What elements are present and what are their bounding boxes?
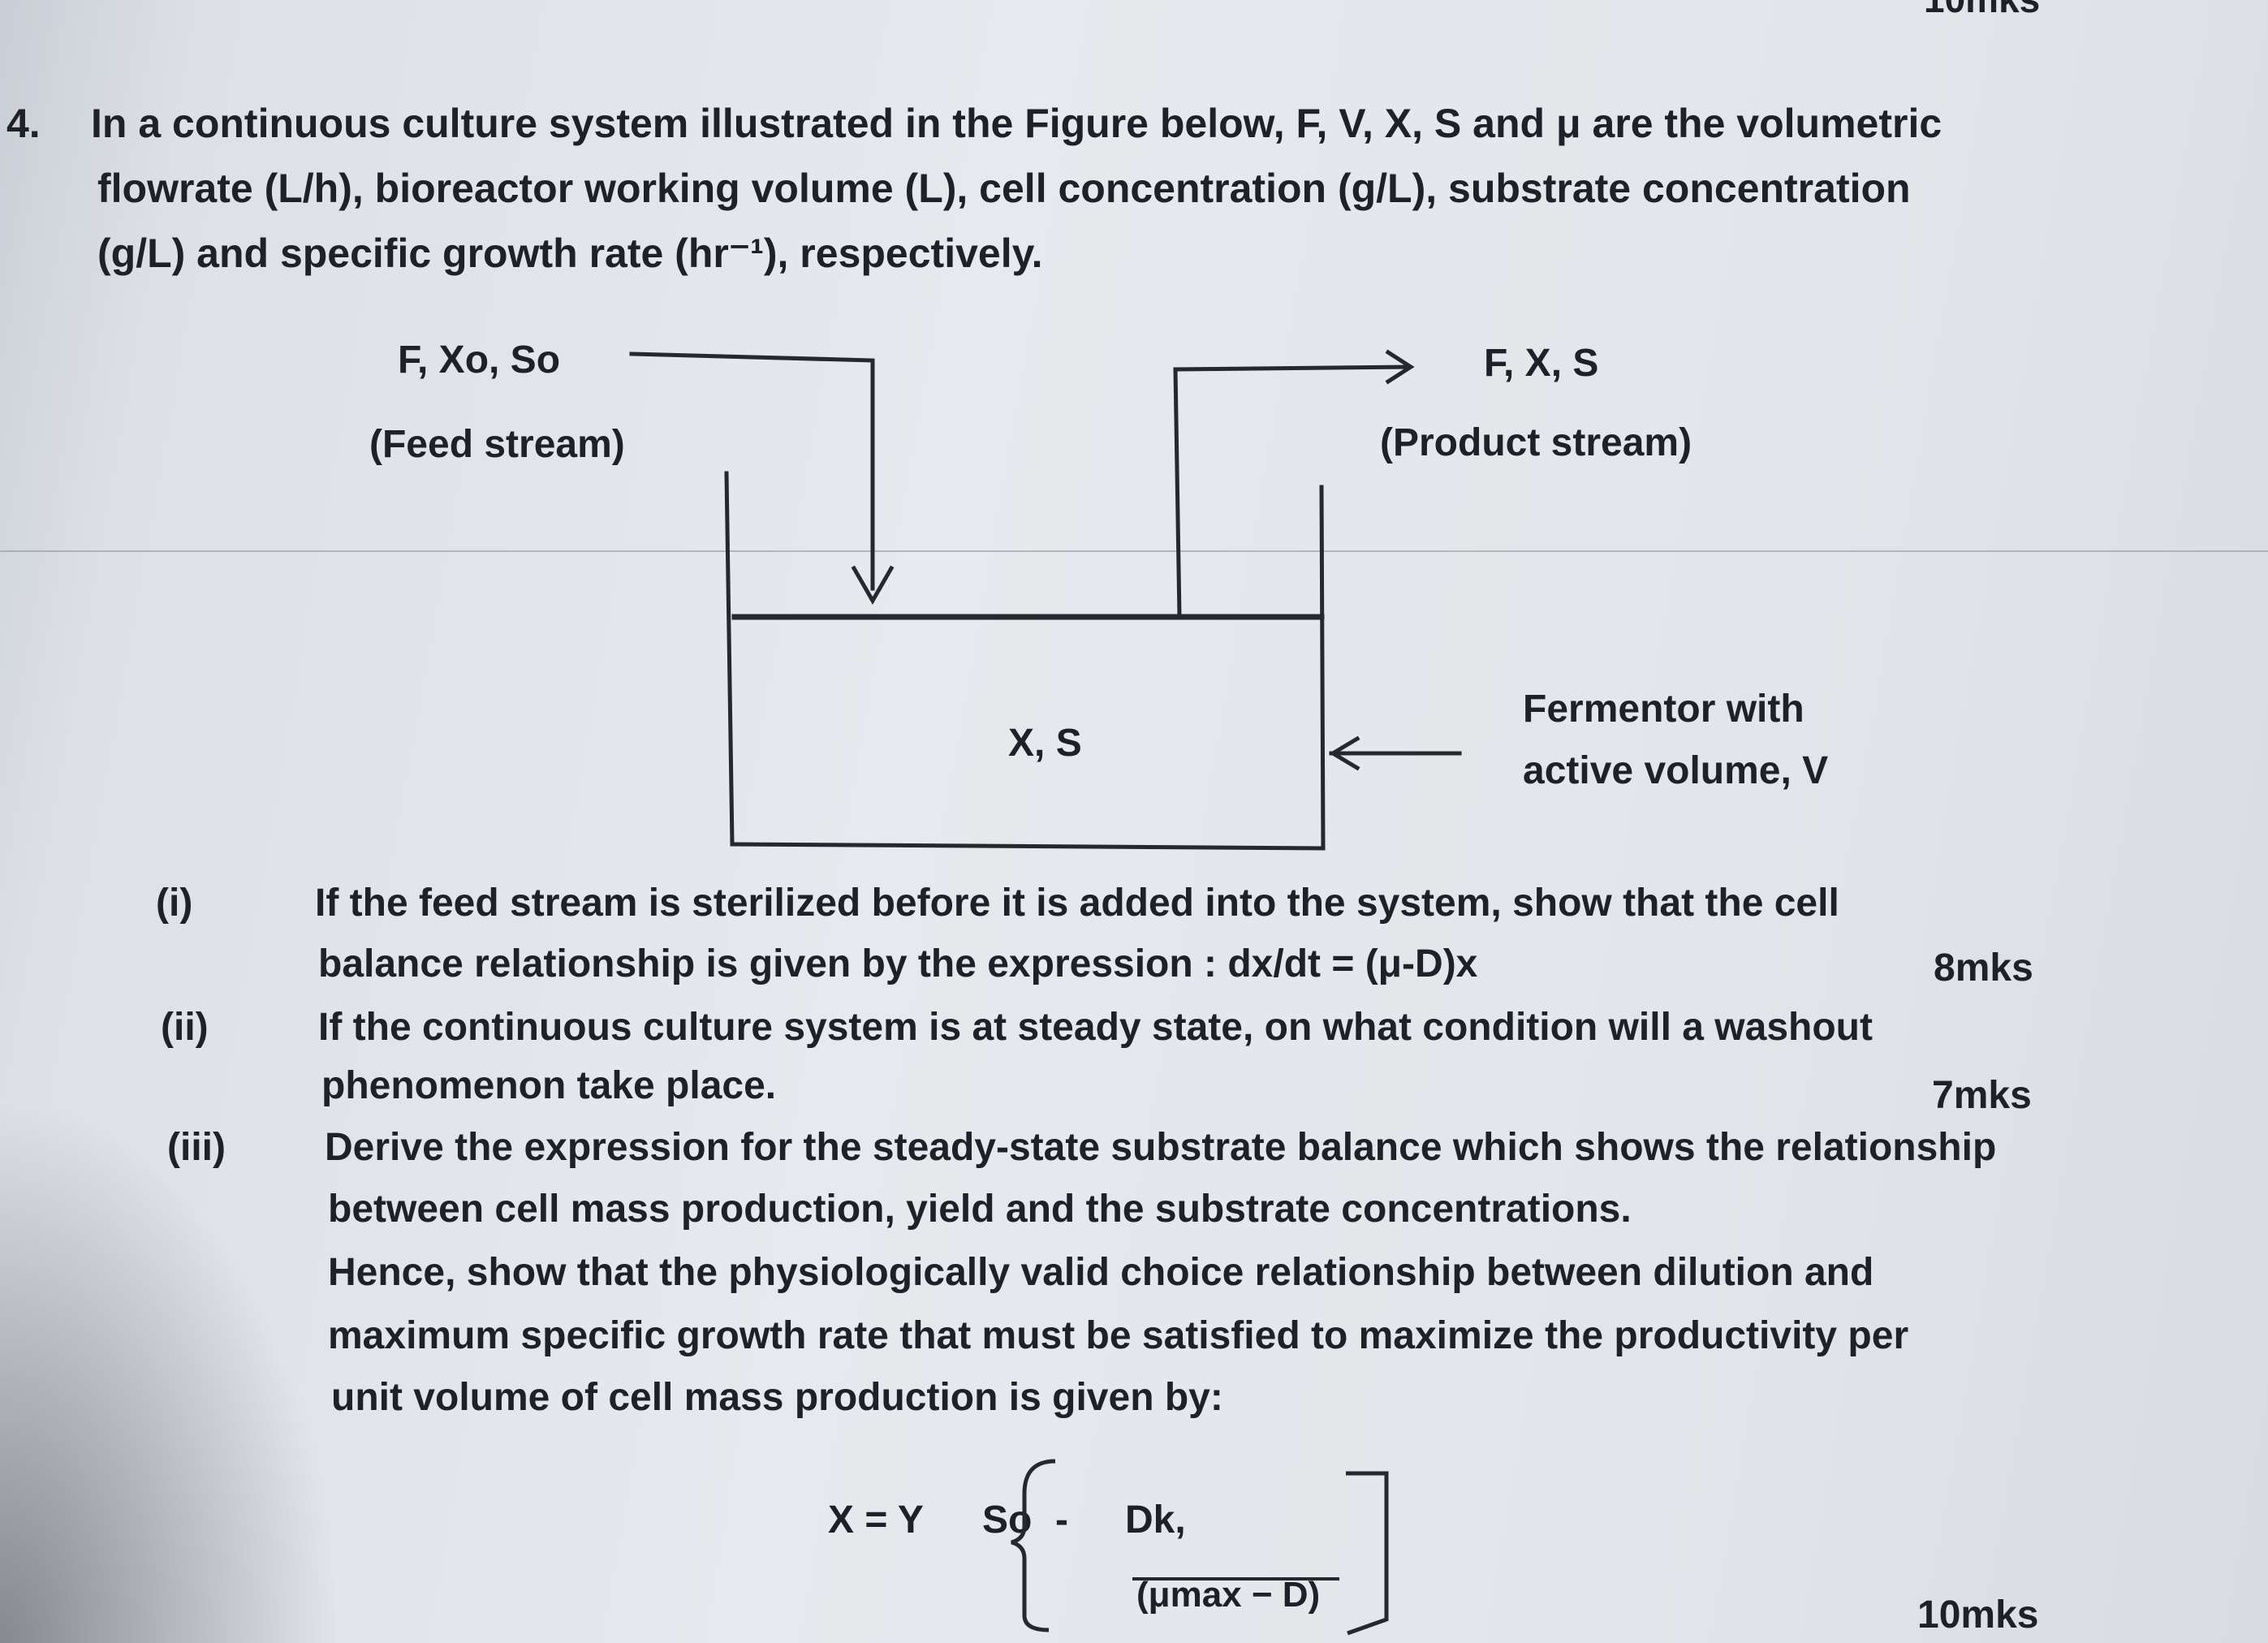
right-bracket — [1346, 1471, 1389, 1636]
part-i-marks: 8mks — [1934, 947, 2033, 990]
question-number: 4. — [6, 101, 41, 146]
product-line — [1173, 364, 1411, 619]
feed-caption: (Feed stream) — [369, 423, 625, 466]
part-iii-line-1: Derive the expression for the steady-sta… — [325, 1126, 1997, 1169]
formula-denominator: (μmax − D) — [1136, 1575, 1321, 1615]
part-iii-line-5: unit volume of cell mass production is g… — [331, 1376, 1223, 1419]
formula-numerator: Dk, — [1125, 1499, 1186, 1542]
part-ii-marks: 7mks — [1932, 1074, 2032, 1117]
part-iii-marks: 10mks — [1917, 1593, 2039, 1637]
part-iii-line-4: maximum specific growth rate that must b… — [328, 1314, 1909, 1357]
part-iii-line-2: between cell mass production, yield and … — [328, 1188, 1632, 1231]
part-i-line-1: If the feed stream is sterilized before … — [315, 882, 1839, 925]
left-brace — [1011, 1459, 1056, 1632]
question-intro-line-1: In a continuous culture system illustrat… — [91, 101, 1942, 146]
fermentor-label-line-1: Fermentor with — [1523, 688, 1804, 731]
fermentor-label-line-2: active volume, V — [1523, 749, 1829, 792]
part-ii-label: (ii) — [161, 1006, 209, 1049]
part-ii-line-2: phenomenon take place. — [321, 1064, 777, 1107]
feed-line — [629, 351, 875, 591]
tank-right-wall — [1319, 485, 1326, 851]
tank-label: X, S — [1008, 722, 1082, 765]
product-arrow-head — [1385, 349, 1415, 385]
part-iii-line-3: Hence, show that the physiologically val… — [328, 1251, 1874, 1294]
paper-fold-line — [0, 550, 2268, 552]
part-i-label: (i) — [156, 882, 193, 925]
part-i-line-2: balance relationship is given by the exp… — [318, 942, 1478, 985]
product-caption: (Product stream) — [1380, 421, 1692, 464]
fermentor-pointer-head — [1329, 735, 1360, 771]
shadow — [0, 1096, 341, 1643]
tank-bottom — [730, 842, 1326, 851]
feed-arrow-head — [851, 565, 895, 606]
formula-minus: - — [1055, 1499, 1068, 1542]
question-intro-line-3: (g/L) and specific growth rate (hr⁻¹), r… — [97, 231, 1043, 276]
part-iii-label: (iii) — [167, 1126, 226, 1169]
question-intro-line-2: flowrate (L/h), bioreactor working volum… — [97, 166, 1911, 211]
feed-label: F, Xo, So — [398, 339, 561, 382]
tank-left-wall — [724, 471, 735, 847]
formula-lhs: X = Y — [828, 1499, 924, 1542]
part-ii-line-1: If the continuous culture system is at s… — [318, 1006, 1873, 1049]
corner-marks: 10mks — [1924, 0, 2040, 21]
product-label: F, X, S — [1484, 342, 1599, 385]
